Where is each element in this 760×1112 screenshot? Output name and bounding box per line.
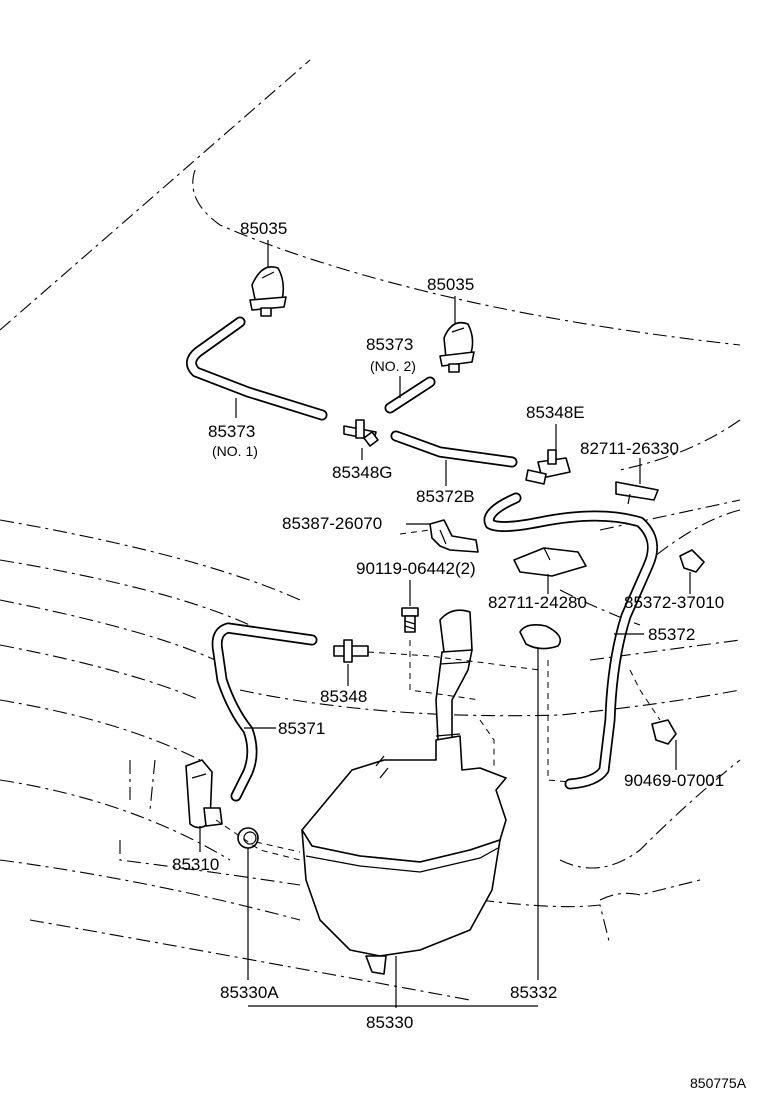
clamp-82711-24280 xyxy=(513,547,587,577)
label-85387-26070: 85387-26070 xyxy=(282,514,382,533)
hose-85373-no2 xyxy=(384,376,436,414)
joint-85348 xyxy=(333,639,369,663)
washer-tank-85330 xyxy=(301,609,507,975)
washer-nozzle-right xyxy=(439,321,475,373)
label-85035-right: 85035 xyxy=(427,275,474,294)
label-85348g: 85348G xyxy=(332,463,393,482)
label-85348e: 85348E xyxy=(526,403,585,422)
part-labels: 85035 85035 85373 (NO. 2) 85373 (NO. 1) … xyxy=(172,219,747,1091)
hose-85372 xyxy=(483,492,658,790)
diagram-code: 850775A xyxy=(690,1075,747,1091)
hose-85371 xyxy=(211,622,318,802)
label-85373-no2-sub: (NO. 2) xyxy=(370,358,416,374)
washer-motor-85310 xyxy=(185,759,223,829)
label-90119-06442: 90119-06442(2) xyxy=(356,559,476,578)
label-85373-no1-sub: (NO. 1) xyxy=(212,443,258,459)
label-85373-no1: 85373 xyxy=(208,422,255,441)
label-85035-left: 85035 xyxy=(240,219,287,238)
vehicle-body-outline xyxy=(0,59,741,1001)
washer-nozzle-left xyxy=(249,266,287,317)
joint-85348e xyxy=(525,449,571,485)
bracket-85387-26070 xyxy=(429,519,479,553)
assembly-guide-lines xyxy=(215,529,661,861)
label-85330a: 85330A xyxy=(220,983,279,1002)
grommet-85332 xyxy=(519,624,562,650)
joint-85348g xyxy=(343,419,379,447)
label-85372: 85372 xyxy=(648,625,695,644)
label-90469-07001: 90469-07001 xyxy=(624,771,724,790)
label-85372b: 85372B xyxy=(416,487,475,506)
label-85371: 85371 xyxy=(278,719,325,738)
clip-90469-07001 xyxy=(651,719,677,745)
bolt-90119-06442 xyxy=(401,607,419,633)
label-85330: 85330 xyxy=(366,1013,413,1032)
label-85332: 85332 xyxy=(510,983,557,1002)
label-85348: 85348 xyxy=(320,687,367,706)
label-85372-37010: 85372-37010 xyxy=(624,593,724,612)
clip-85372-37010 xyxy=(679,549,705,573)
hose-85373-no1 xyxy=(186,316,328,421)
clamp-82711-26330 xyxy=(615,481,659,505)
label-85373-no2: 85373 xyxy=(366,335,413,354)
hose-85372b xyxy=(390,430,518,468)
grommet-85330a xyxy=(237,827,259,849)
label-82711-26330: 82711-26330 xyxy=(580,439,679,458)
leader-lines xyxy=(199,240,691,1008)
label-82711-24280: 82711-24280 xyxy=(488,593,587,612)
label-85310: 85310 xyxy=(172,855,219,874)
